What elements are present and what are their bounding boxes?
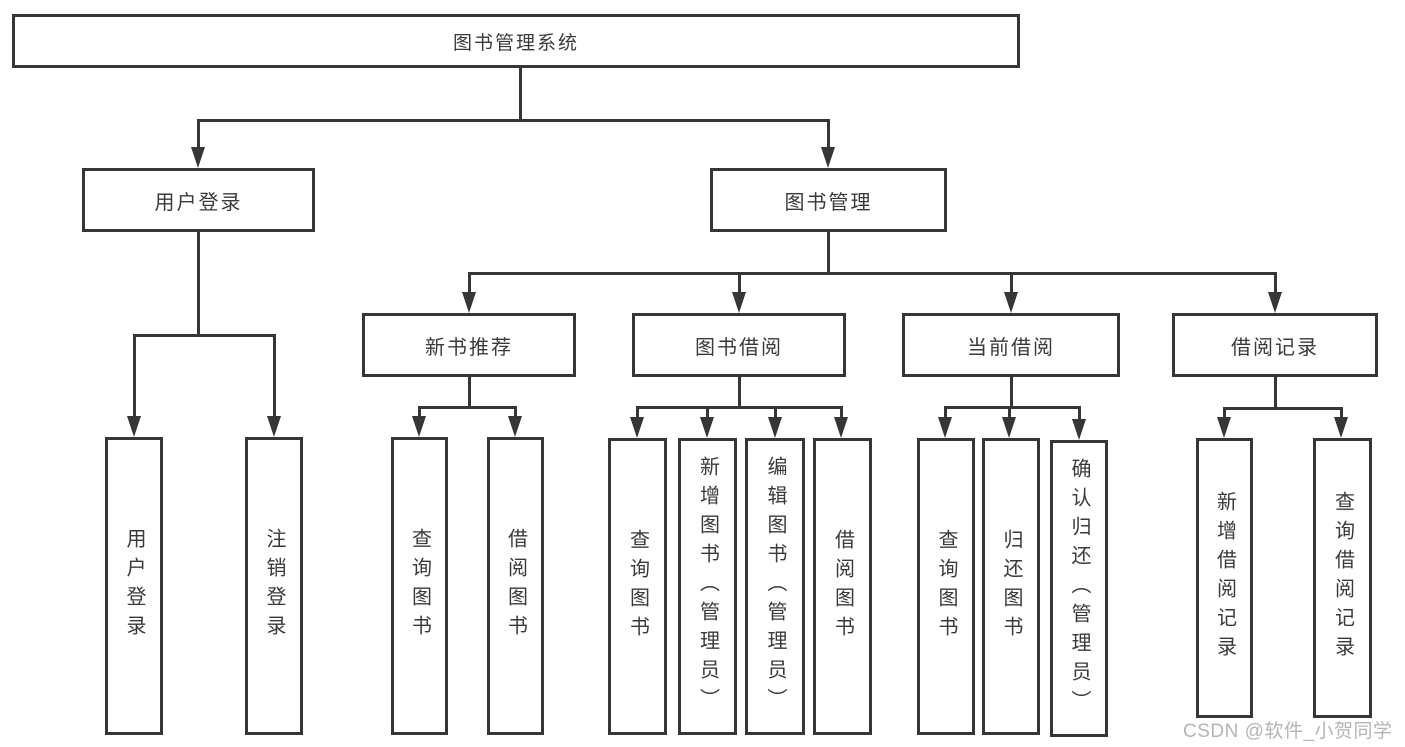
connector-line [706, 406, 709, 422]
connector-line [827, 232, 830, 274]
node-leaf-query-books-current-label: 查询图书 [935, 528, 957, 645]
connector-line [133, 334, 275, 337]
arrow-down-icon [1004, 292, 1018, 313]
arrow-down-icon [732, 292, 746, 313]
node-leaf-return-book: 归还图书 [982, 438, 1040, 735]
node-new-book-recommend-label: 新书推荐 [425, 336, 513, 359]
arrow-down-icon [834, 417, 848, 438]
csdn-watermark: CSDN @软件_小贺同学 [1183, 721, 1393, 742]
node-leaf-borrow-books-borrow: 借阅图书 [813, 438, 872, 735]
node-leaf-add-borrow-record-label: 新增借阅记录 [1213, 491, 1236, 665]
arrow-down-icon [1217, 417, 1231, 438]
node-book-borrow-label: 图书借阅 [695, 336, 783, 359]
node-book-management: 图书管理 [710, 168, 947, 232]
node-leaf-borrow-books-borrow-label: 借阅图书 [831, 528, 854, 645]
connector-line [197, 119, 200, 159]
node-leaf-add-book-admin: 新增图书（管理员） [678, 438, 737, 735]
arrow-down-icon [1002, 417, 1016, 438]
arrow-down-icon [267, 416, 281, 437]
connector-line [133, 334, 136, 419]
connector-line [418, 406, 421, 422]
node-leaf-borrow-books-recommend: 借阅图书 [487, 437, 544, 735]
connector-line [636, 406, 843, 409]
connector-line [1010, 377, 1013, 408]
arrow-down-icon [127, 416, 141, 437]
node-leaf-query-books-recommend: 查询图书 [391, 437, 448, 735]
node-book-borrow: 图书借阅 [632, 313, 846, 377]
connector-line [1008, 406, 1011, 422]
connector-line [1274, 272, 1277, 298]
connector-line [1274, 377, 1277, 409]
node-leaf-confirm-return-admin-label: 确认归还（管理员） [1068, 458, 1090, 719]
connector-line [774, 406, 777, 422]
connector-line [468, 377, 471, 408]
connector-line [1223, 407, 1343, 410]
connector-line [944, 406, 947, 422]
connector-line [197, 232, 200, 336]
node-user-login-label: 用户登录 [154, 191, 243, 214]
connector-line [1340, 407, 1343, 422]
connector-line [840, 406, 843, 422]
connector-line [827, 119, 830, 159]
node-root-label: 图书管理系统 [452, 32, 579, 54]
connector-line [1010, 272, 1013, 298]
arrow-down-icon [700, 417, 714, 438]
connector-line [738, 272, 741, 298]
node-borrow-records: 借阅记录 [1172, 313, 1378, 377]
node-current-borrow-label: 当前借阅 [967, 336, 1055, 359]
node-leaf-query-borrow-record: 查询借阅记录 [1313, 438, 1372, 718]
connector-line [1223, 407, 1226, 422]
node-leaf-logout-label: 注销登录 [263, 528, 285, 644]
node-leaf-add-book-admin-label: 新增图书（管理员） [696, 456, 719, 717]
connector-line [418, 406, 517, 409]
arrow-down-icon [508, 416, 522, 437]
node-root: 图书管理系统 [12, 14, 1020, 68]
node-leaf-confirm-return-admin: 确认归还（管理员） [1050, 440, 1108, 737]
connector-line [636, 406, 639, 422]
node-leaf-edit-book-admin-label: 编辑图书（管理员） [764, 456, 786, 717]
node-leaf-edit-book-admin: 编辑图书（管理员） [745, 438, 805, 735]
node-leaf-query-books-borrow: 查询图书 [608, 438, 667, 735]
node-book-management-label: 图书管理 [784, 191, 873, 214]
node-leaf-query-books-recommend-label: 查询图书 [408, 528, 431, 644]
node-leaf-add-borrow-record: 新增借阅记录 [1196, 438, 1253, 718]
connector-line [468, 272, 471, 298]
connector-line [1078, 406, 1081, 424]
node-leaf-borrow-books-recommend-label: 借阅图书 [504, 528, 527, 644]
connector-line [273, 334, 276, 419]
node-leaf-query-books-borrow-label: 查询图书 [626, 528, 649, 645]
connector-line [198, 119, 828, 122]
arrow-down-icon [412, 416, 426, 437]
arrow-down-icon [821, 147, 835, 168]
node-new-book-recommend: 新书推荐 [362, 313, 576, 377]
node-leaf-user-login-label: 用户登录 [123, 528, 145, 644]
arrow-down-icon [1072, 419, 1086, 440]
node-leaf-return-book-label: 归还图书 [1000, 528, 1022, 645]
arrow-down-icon [630, 417, 644, 438]
node-user-login: 用户登录 [82, 168, 315, 232]
arrow-down-icon [191, 147, 205, 168]
arrow-down-icon [462, 292, 476, 313]
connector-line [514, 406, 517, 422]
node-borrow-records-label: 借阅记录 [1231, 336, 1319, 359]
node-leaf-user-login: 用户登录 [105, 437, 163, 735]
arrow-down-icon [938, 417, 952, 438]
arrow-down-icon [1268, 292, 1282, 313]
node-leaf-logout: 注销登录 [245, 437, 303, 735]
connector-line [519, 68, 522, 121]
node-leaf-query-books-current: 查询图书 [917, 438, 975, 735]
connector-line [738, 377, 741, 408]
arrow-down-icon [768, 417, 782, 438]
arrow-down-icon [1334, 417, 1348, 438]
connector-line [468, 272, 1276, 275]
node-leaf-query-borrow-record-label: 查询借阅记录 [1331, 491, 1354, 665]
connector-line [944, 406, 1081, 409]
node-current-borrow: 当前借阅 [902, 313, 1120, 377]
